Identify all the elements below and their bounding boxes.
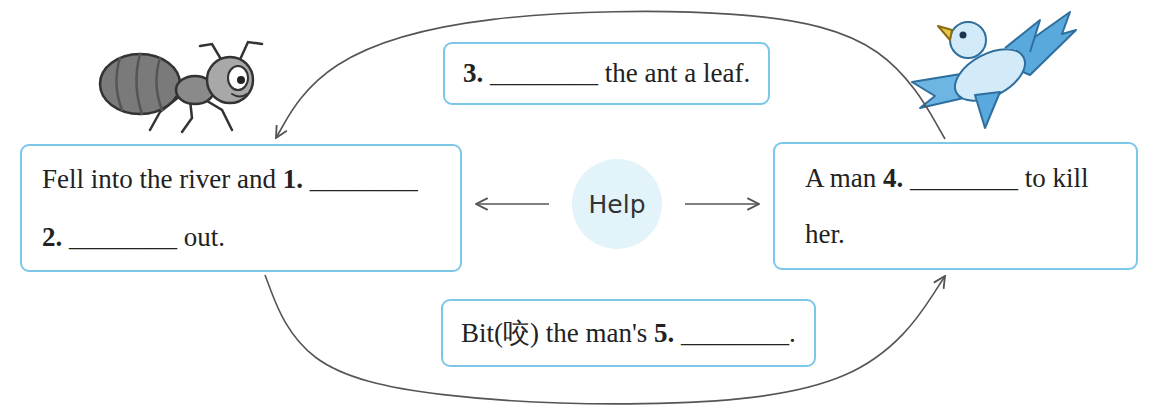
blank-group: 2. ________: [42, 222, 177, 252]
blank-line: ________: [903, 163, 1018, 193]
help-circle: Help: [571, 158, 663, 250]
story-box: A man 4. ________ to kill her.: [773, 142, 1138, 270]
blank-number: 3.: [463, 58, 483, 88]
bird-illustration: [912, 12, 1076, 128]
story-box: Fell into the river and 1. ________ 2. _…: [20, 144, 462, 272]
blank-group: 4. ________: [883, 163, 1018, 193]
answer-box: Bit(咬) the man's 5. ________.: [441, 299, 816, 367]
blank-line: ________: [303, 164, 418, 194]
box-text: A man 4. ________ to kill her.: [805, 150, 1105, 262]
blank-group: 1. ________: [283, 164, 418, 194]
blank-group: 5. ________: [654, 318, 789, 348]
arrow-connector: [276, 11, 945, 139]
arrow-connector: [476, 203, 549, 205]
ant-illustration: [100, 42, 262, 132]
circle-label: Help: [589, 190, 646, 219]
arrow-connector: [685, 203, 759, 205]
arrow-connector: [265, 275, 945, 404]
blank-number: 5.: [654, 318, 674, 348]
blank-group: 3. ________: [463, 58, 598, 88]
box-text: Fell into the river and 1. ________ 2. _…: [42, 150, 440, 266]
blank-line: ________: [62, 222, 177, 252]
blank-number: 2.: [42, 222, 62, 252]
box-text: Bit(咬) the man's 5. ________.: [461, 315, 796, 351]
blank-number: 4.: [883, 163, 903, 193]
blank-number: 1.: [283, 164, 303, 194]
box-text: 3. ________ the ant a leaf.: [463, 58, 750, 89]
blank-line: ________: [483, 58, 598, 88]
answer-box: 3. ________ the ant a leaf.: [443, 42, 770, 105]
circle-fill: [572, 159, 662, 249]
blank-line: ________: [674, 318, 789, 348]
